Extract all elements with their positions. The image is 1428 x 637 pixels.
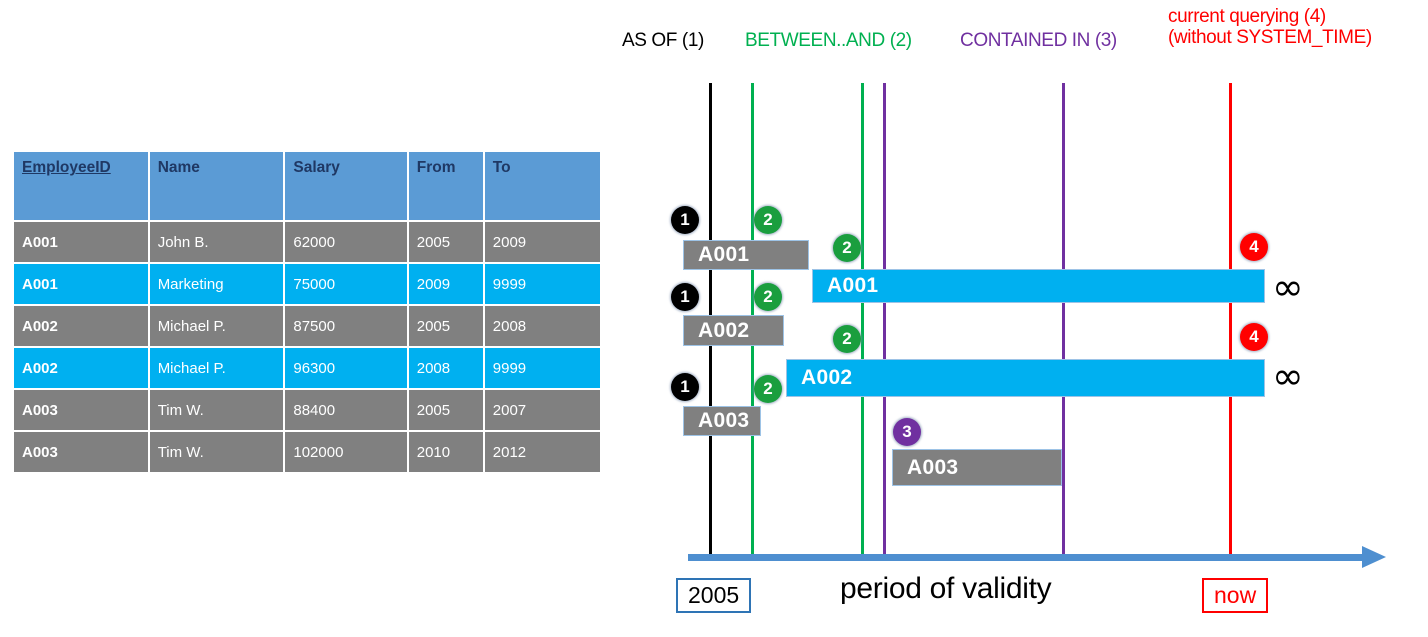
badge-4-a002: 4: [1240, 323, 1268, 351]
badge-2-a002-start: 2: [754, 283, 782, 311]
badge-1-a001: 1: [671, 206, 699, 234]
column-header-employeeid: EmployeeID: [14, 152, 148, 220]
cell-name: Michael P.: [149, 306, 284, 346]
badge-4-a001: 4: [1240, 233, 1268, 261]
infinity-icon: ∞: [1272, 354, 1304, 398]
column-header-employeeid-label: EmployeeID: [22, 159, 111, 176]
cell-employeeid: A003: [14, 432, 148, 472]
table-row: A001 Marketing 75000 2009 9999: [14, 264, 600, 304]
cell-employeeid: A001: [14, 222, 148, 262]
cell-salary: 75000: [285, 264, 407, 304]
badge-3-a003: 3: [893, 418, 921, 446]
legend-current-line1: current querying (4): [1168, 6, 1326, 27]
cell-from: 2008: [408, 348, 483, 388]
axis-now-label: now: [1202, 578, 1269, 613]
vline-contained-end: [1062, 83, 1065, 561]
cell-to: 2009: [484, 222, 600, 262]
table-row: A001 John B. 62000 2005 2009: [14, 222, 600, 262]
cell-name: Marketing: [149, 264, 284, 304]
column-header-name: Name: [149, 152, 284, 220]
cell-to: 2007: [484, 390, 600, 430]
axis-start-label: 2005: [676, 578, 752, 613]
axis-arrow-icon: [1362, 546, 1386, 568]
employee-history-table: EmployeeID Name Salary From To A001 John…: [12, 150, 602, 474]
column-header-from: From: [408, 152, 483, 220]
cell-salary: 87500: [285, 306, 407, 346]
cell-salary: 96300: [285, 348, 407, 388]
table-row: A002 Michael P. 96300 2008 9999: [14, 348, 600, 388]
cell-name: Tim W.: [149, 432, 284, 472]
table-header-row: EmployeeID Name Salary From To: [14, 152, 600, 220]
bar-a001-current: A001: [812, 269, 1265, 303]
cell-from: 2005: [408, 306, 483, 346]
cell-employeeid: A002: [14, 348, 148, 388]
timeline-axis: [688, 546, 1388, 568]
cell-from: 2009: [408, 264, 483, 304]
infinity-icon: ∞: [1272, 265, 1304, 309]
badge-1-a003: 1: [671, 373, 699, 401]
axis-title: period of validity: [840, 572, 1052, 605]
cell-to: 2008: [484, 306, 600, 346]
column-header-salary: Salary: [285, 152, 407, 220]
bar-a003-historical: A003: [683, 406, 761, 436]
vline-between-end: [861, 83, 864, 561]
cell-to: 9999: [484, 264, 600, 304]
column-header-to: To: [484, 152, 600, 220]
legend-as-of: AS OF (1): [622, 30, 704, 51]
badge-2-a003: 2: [754, 375, 782, 403]
table-row: A002 Michael P. 87500 2005 2008: [14, 306, 600, 346]
cell-salary: 88400: [285, 390, 407, 430]
cell-from: 2010: [408, 432, 483, 472]
bar-a002-current: A002: [786, 359, 1265, 397]
cell-name: Tim W.: [149, 390, 284, 430]
legend-contained-in: CONTAINED IN (3): [960, 30, 1117, 51]
cell-to: 2012: [484, 432, 600, 472]
legend-between-and: BETWEEN..AND (2): [745, 30, 912, 51]
cell-to: 9999: [484, 348, 600, 388]
cell-salary: 62000: [285, 222, 407, 262]
cell-employeeid: A001: [14, 264, 148, 304]
bar-a002-historical: A002: [683, 315, 784, 346]
badge-1-a002: 1: [671, 283, 699, 311]
table-row: A003 Tim W. 102000 2010 2012: [14, 432, 600, 472]
axis-line: [688, 554, 1368, 561]
cell-employeeid: A002: [14, 306, 148, 346]
cell-from: 2005: [408, 390, 483, 430]
badge-2-a002-end: 2: [833, 325, 861, 353]
bar-a001-historical: A001: [683, 240, 809, 270]
cell-employeeid: A003: [14, 390, 148, 430]
legend-current-querying: current querying (4) (without SYSTEM_TIM…: [1168, 6, 1372, 49]
table-row: A003 Tim W. 88400 2005 2007: [14, 390, 600, 430]
bar-a003-second-period: A003: [892, 449, 1062, 486]
badge-2-a001-end: 2: [833, 234, 861, 262]
cell-from: 2005: [408, 222, 483, 262]
vline-contained-start: [883, 83, 886, 561]
vline-now: [1229, 83, 1232, 561]
badge-2-a001-start: 2: [754, 206, 782, 234]
cell-salary: 102000: [285, 432, 407, 472]
cell-name: Michael P.: [149, 348, 284, 388]
cell-name: John B.: [149, 222, 284, 262]
legend-current-line2: (without SYSTEM_TIME): [1168, 27, 1372, 49]
